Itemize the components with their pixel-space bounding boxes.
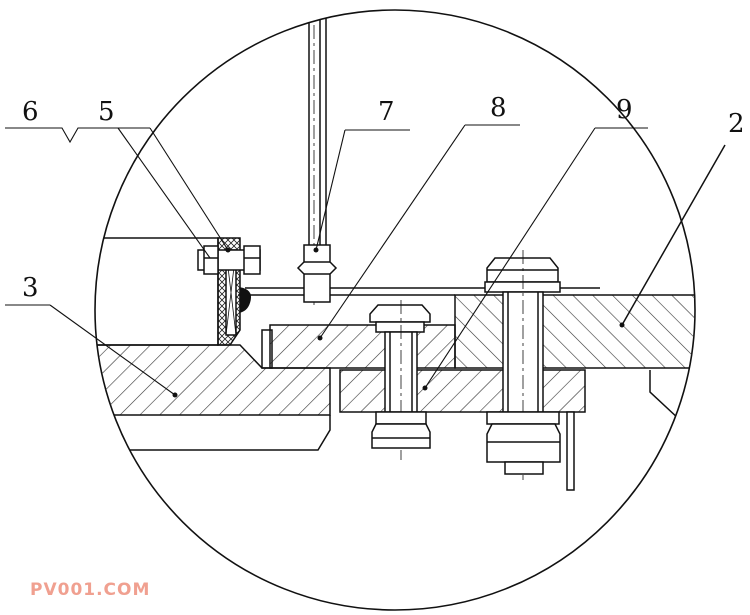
- callout-8: 8: [490, 93, 507, 123]
- right-lower-edge: [649, 370, 681, 421]
- part-7-tube: [296, 10, 338, 305]
- callout-6: 6: [22, 97, 39, 127]
- weld-bead: [239, 287, 252, 313]
- side-plate: [566, 411, 575, 491]
- part-9-spacer: [339, 369, 586, 413]
- part-3-lower-outline: [95, 415, 331, 451]
- middle-bolt: [369, 300, 431, 460]
- leader-lines: [5, 124, 726, 396]
- watermark: PV001.COM: [30, 580, 151, 600]
- right-bolt: [484, 250, 561, 480]
- part-8-left-step: [261, 329, 273, 369]
- callout-9: 9: [616, 95, 633, 125]
- part-2-flange-plate: [454, 294, 695, 369]
- callout-5: 5: [98, 97, 115, 127]
- callout-3: 3: [22, 273, 39, 303]
- part-6-small-bolt: [197, 245, 261, 275]
- callout-7: 7: [378, 97, 395, 127]
- callout-2: 2: [728, 109, 745, 139]
- leader-dots: [172, 247, 625, 398]
- part-8-block: [269, 324, 456, 369]
